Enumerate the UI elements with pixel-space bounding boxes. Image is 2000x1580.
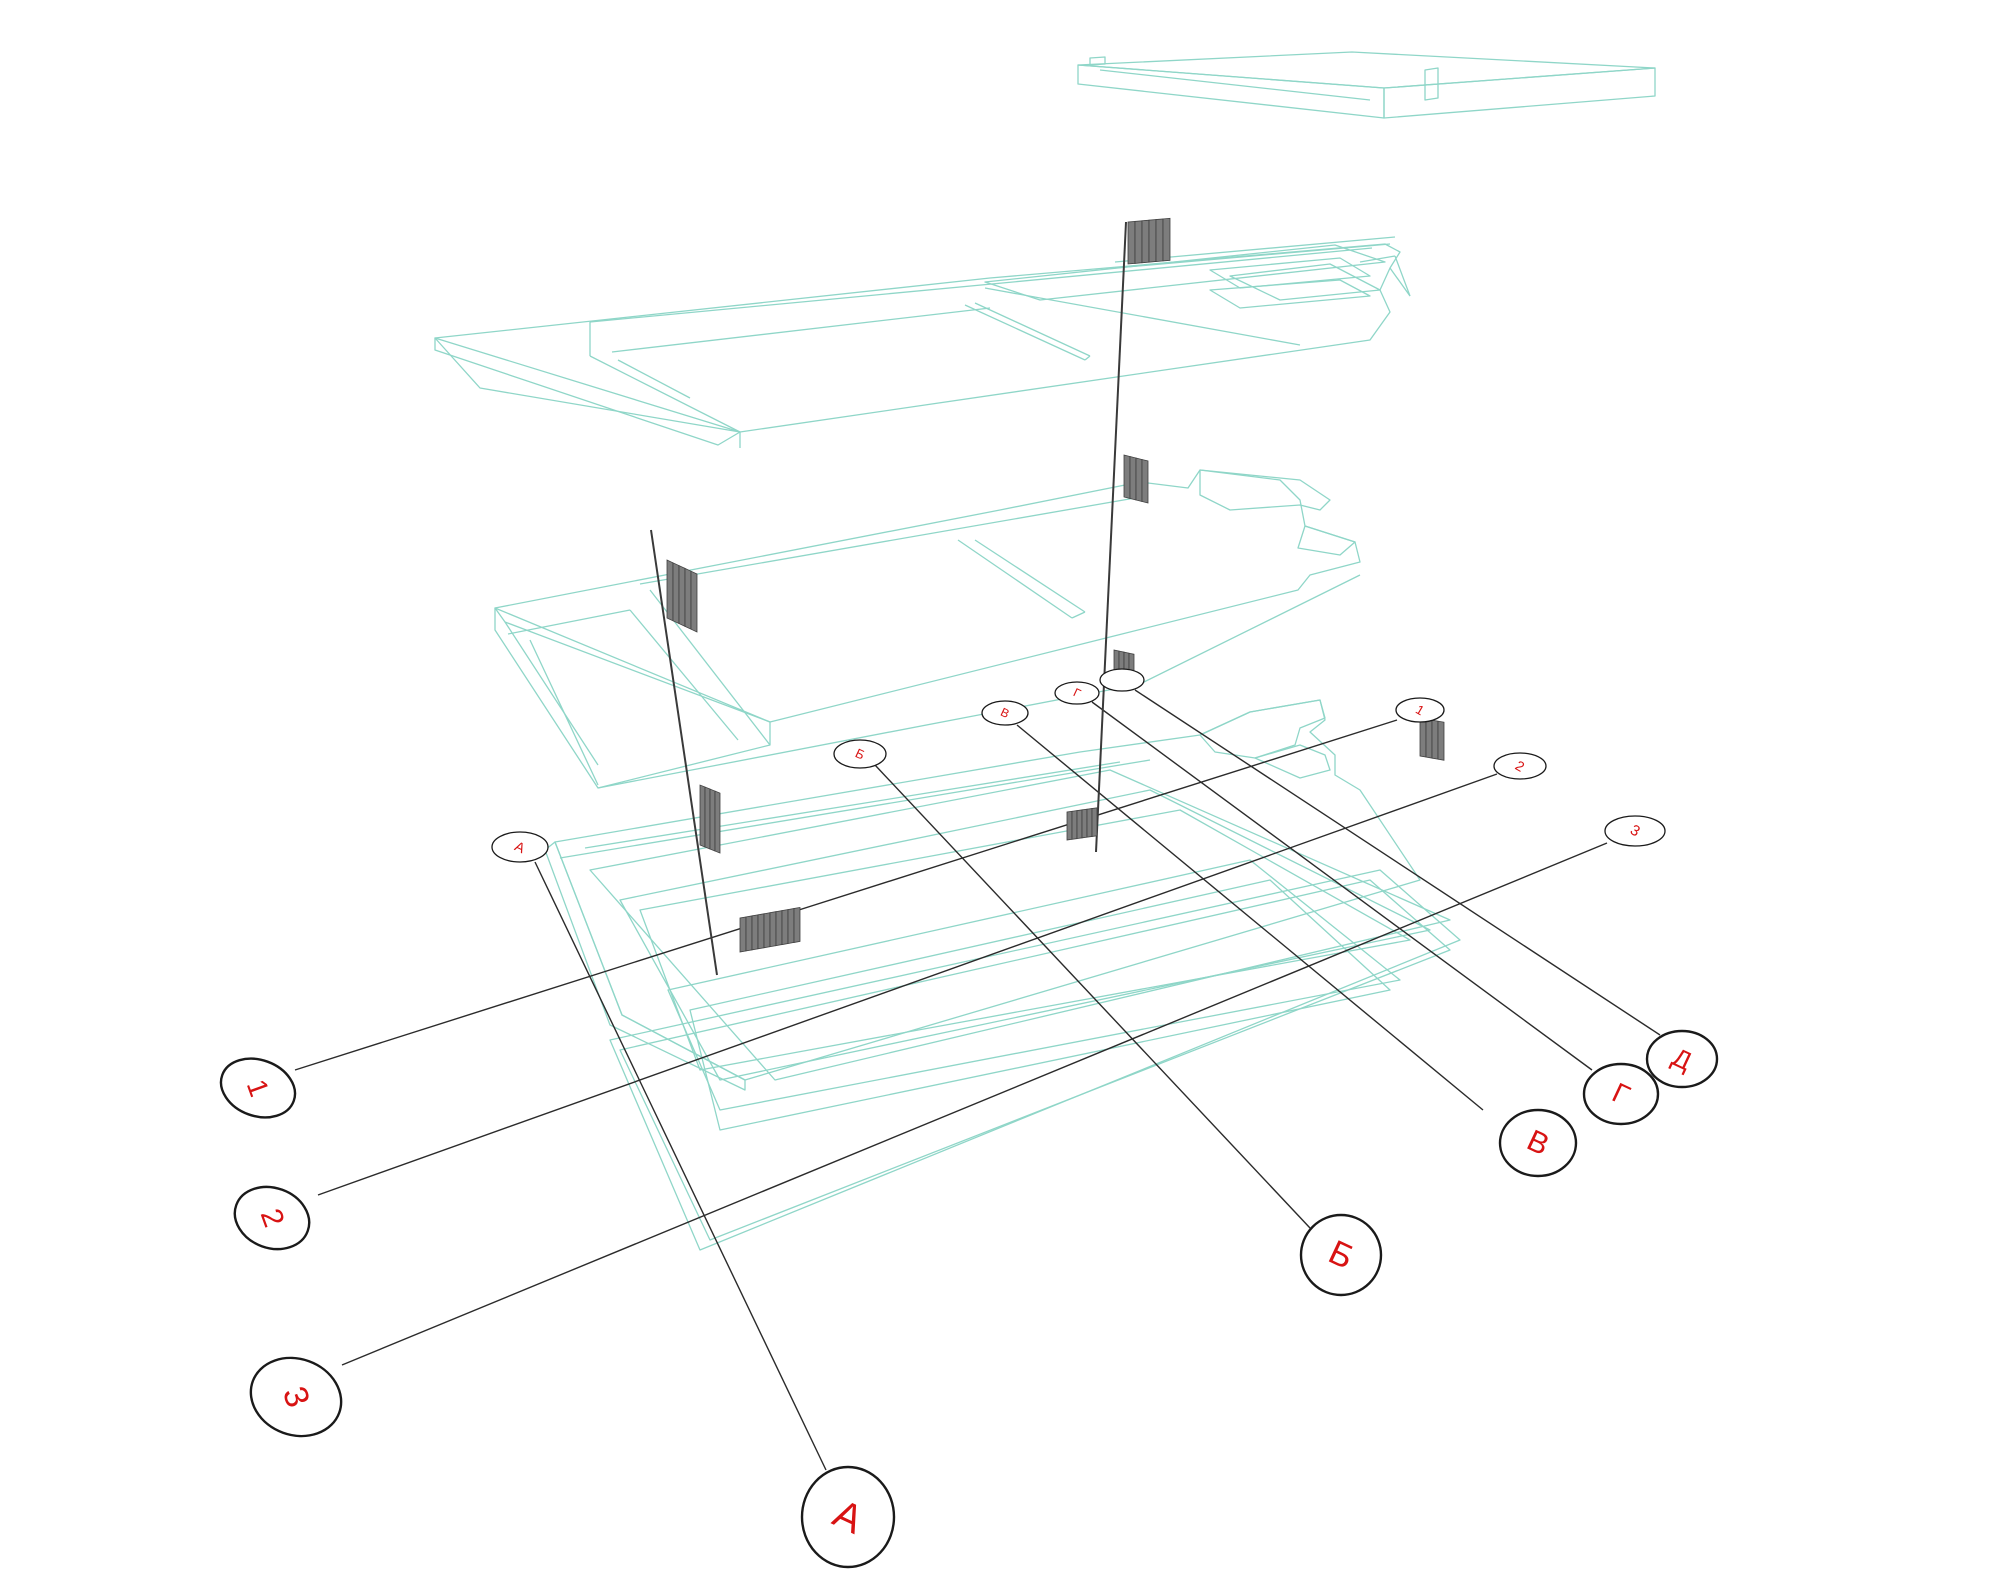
lower-floor-slab xyxy=(544,699,1461,1251)
riser-pipe-left xyxy=(650,529,718,976)
bubble-far-2: 2 xyxy=(1493,752,1547,780)
radiator xyxy=(666,559,698,633)
grid-line-3 xyxy=(341,842,1608,1366)
radiator xyxy=(1127,217,1171,265)
grid-lines xyxy=(294,689,1661,1471)
radiator xyxy=(1066,807,1098,841)
bubble-far-D xyxy=(1099,668,1145,692)
grid-line-V xyxy=(1016,724,1484,1111)
grid-line-B xyxy=(874,764,1311,1229)
bubble-near-1: 1 xyxy=(219,1057,297,1119)
radiators xyxy=(666,217,1445,953)
bubble-near-3: 3 xyxy=(249,1356,343,1438)
grid-bubbles-near: 1 2 3 А Б В Г Д xyxy=(219,1029,1719,1569)
radiator xyxy=(699,784,721,854)
grid-line-A xyxy=(534,861,827,1471)
grid-bubbles-far: 1 2 3 А Б В Г xyxy=(491,668,1666,863)
grid-line-D xyxy=(1134,689,1661,1036)
riser-pipes xyxy=(650,221,1127,976)
upper-floor-slab xyxy=(434,236,1411,448)
bubble-far-G: Г xyxy=(1054,681,1100,705)
radiator xyxy=(1419,717,1445,761)
roof-slab xyxy=(1077,51,1656,119)
bubble-far-1: 1 xyxy=(1395,697,1445,723)
bubble-near-G: Г xyxy=(1582,1062,1660,1126)
bubble-far-V: В xyxy=(981,700,1029,726)
bubble-near-A: А xyxy=(800,1465,896,1569)
grid-line-2 xyxy=(317,773,1498,1196)
radiator xyxy=(1123,454,1149,504)
radiator xyxy=(739,906,801,953)
bubble-far-A: А xyxy=(491,831,549,863)
bubble-near-V: В xyxy=(1498,1108,1578,1178)
riser-pipe-right xyxy=(1095,221,1127,853)
bubble-near-D: Д xyxy=(1645,1029,1719,1089)
bubble-near-2: 2 xyxy=(233,1185,311,1251)
middle-floor-slab xyxy=(494,469,1361,789)
grid-line-1 xyxy=(294,719,1398,1071)
bubble-near-B: Б xyxy=(1299,1213,1383,1297)
bubble-far-3: 3 xyxy=(1604,815,1666,847)
bubble-far-B: Б xyxy=(833,739,887,769)
grid-line-G xyxy=(1091,701,1593,1071)
